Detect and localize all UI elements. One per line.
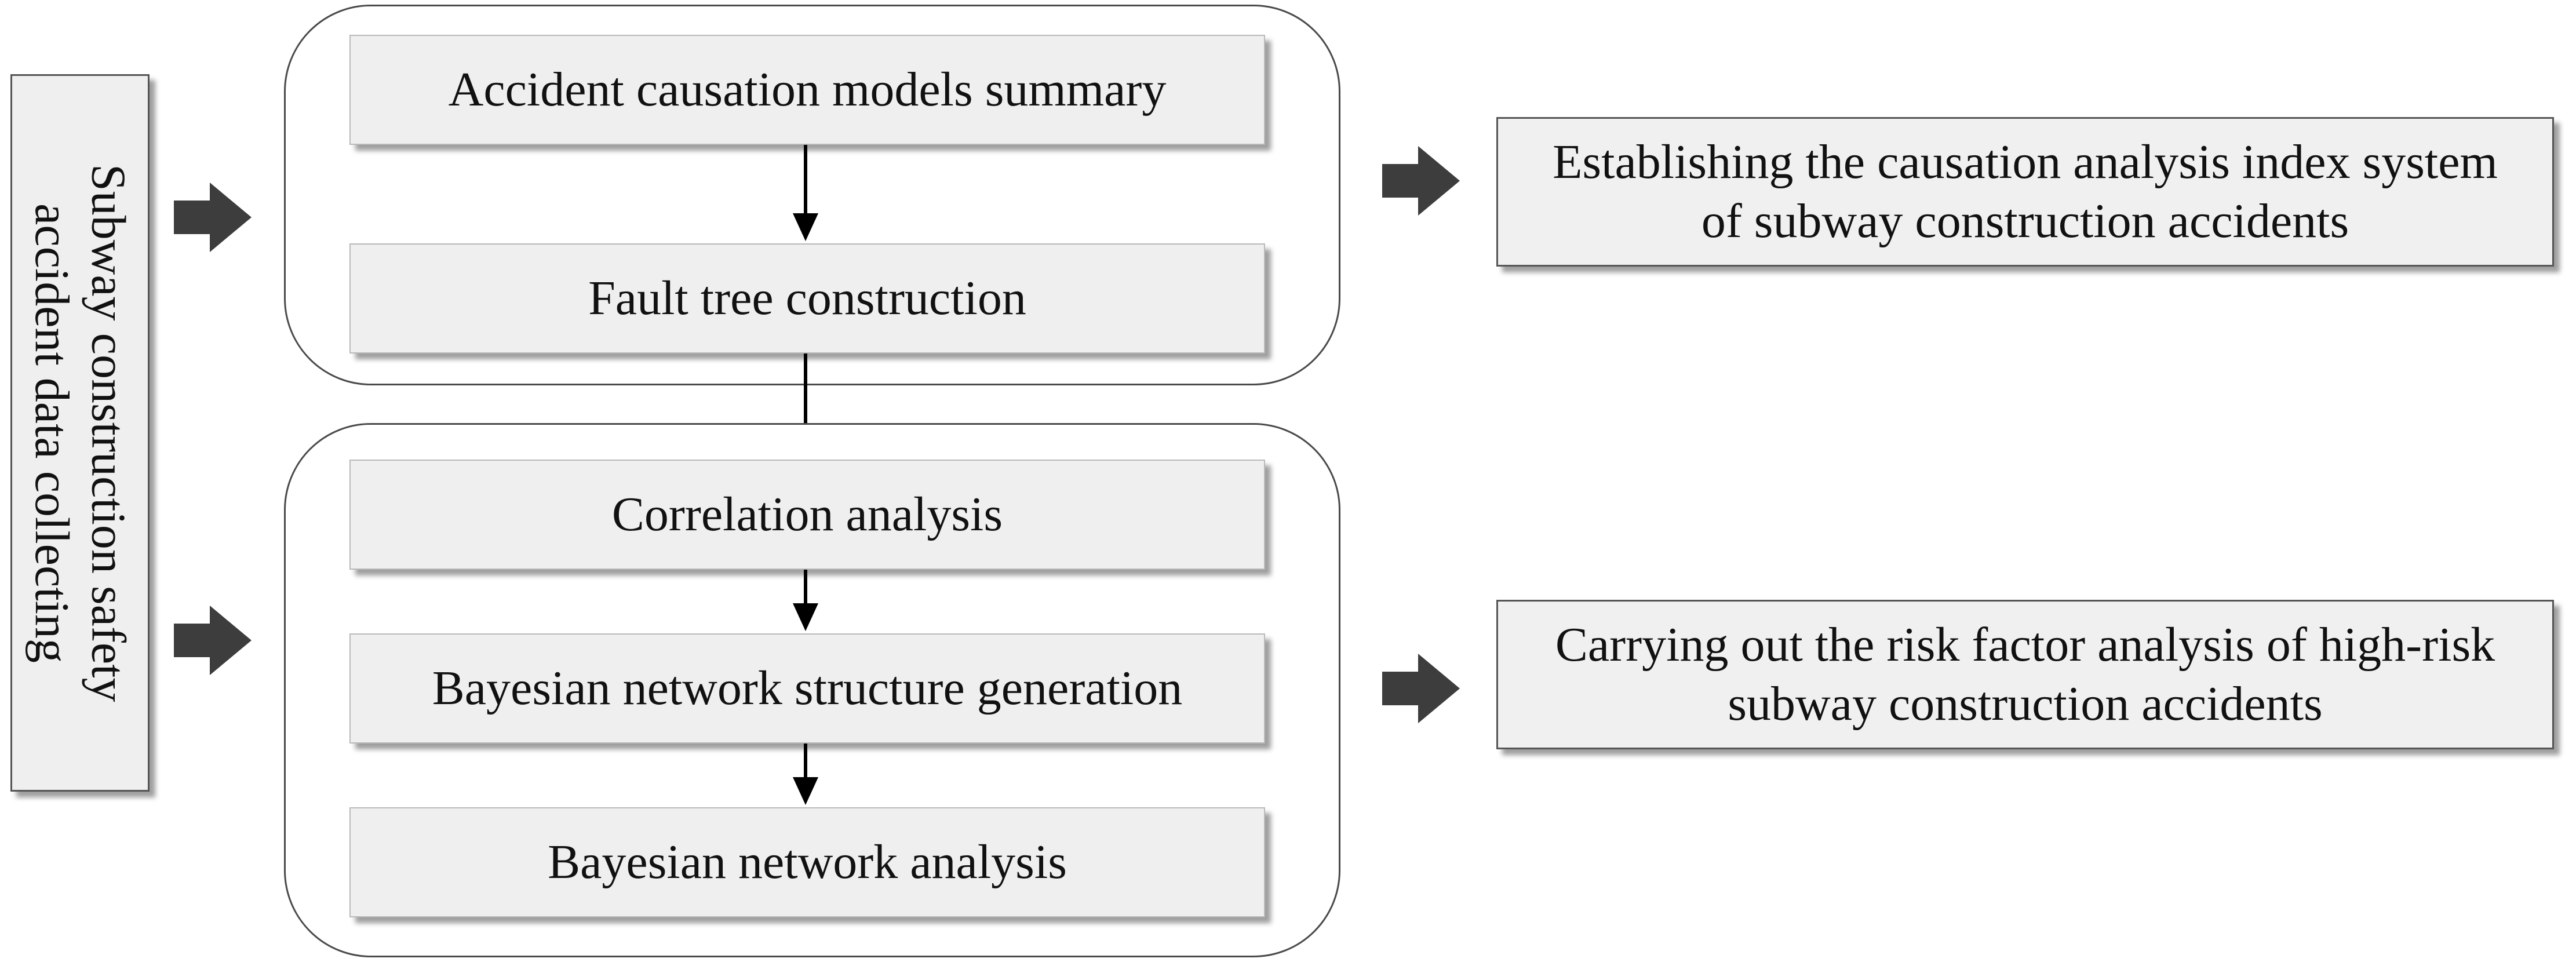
- flow-arrow-models-to-fault-tree: [793, 145, 818, 241]
- correlation-analysis-step: Correlation analysis: [349, 460, 1265, 570]
- risk-factor-analysis-output: Carrying out the risk factor analysis of…: [1496, 600, 2554, 749]
- flow-arrow-structure-to-analysis: [793, 744, 818, 805]
- flow-arrow-correlation-to-structure: [793, 570, 818, 631]
- input-arrow-group-2: [174, 606, 252, 675]
- input-arrow-group-1: [174, 183, 252, 252]
- causation-index-system-text: Establishing the causation analysis inde…: [1553, 134, 2498, 248]
- fault-tree-construction-step: Fault tree construction: [349, 243, 1265, 354]
- risk-factor-analysis-text: Carrying out the risk factor analysis of…: [1555, 617, 2495, 731]
- causation-index-system-output: Establishing the causation analysis inde…: [1496, 117, 2554, 267]
- bayesian-network-analysis-step: Bayesian network analysis: [349, 807, 1265, 917]
- data-collection-label: Subway construction safety accident data…: [25, 163, 136, 702]
- output-arrow-risk-factor: [1382, 654, 1460, 723]
- data-collection-box: Subway construction safety accident data…: [10, 74, 150, 792]
- accident-causation-models-step: Accident causation models summary: [349, 35, 1265, 145]
- output-arrow-index-system: [1382, 146, 1460, 216]
- bayesian-structure-generation-step: Bayesian network structure generation: [349, 633, 1265, 744]
